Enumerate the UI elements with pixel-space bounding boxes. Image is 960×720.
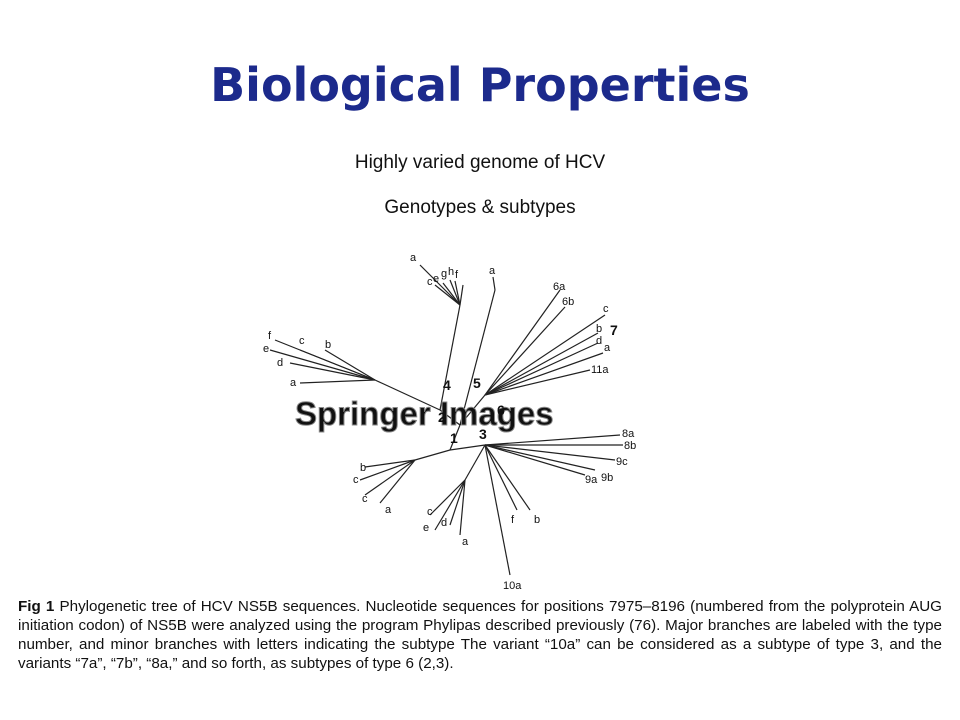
type-label-1: 1 bbox=[450, 430, 458, 446]
leaf-label: e bbox=[423, 522, 429, 534]
type-label-6: 6 bbox=[497, 402, 505, 418]
leaf-label: 8a bbox=[622, 428, 635, 440]
type-label-5: 5 bbox=[473, 375, 481, 391]
leaf-label: d bbox=[441, 517, 447, 529]
leaf-label: e bbox=[433, 273, 439, 285]
tree-branches bbox=[269, 264, 623, 576]
figure-caption: Fig 1 Phylogenetic tree of HCV NS5B sequ… bbox=[18, 597, 942, 673]
leaf-label: a bbox=[290, 377, 297, 389]
leaf-label: 9b bbox=[601, 472, 613, 484]
type-label-2: 2 bbox=[438, 409, 446, 425]
leaf-label: c bbox=[427, 506, 433, 518]
type-label-3: 3 bbox=[479, 426, 487, 442]
slide-subtitle-genome: Highly varied genome of HCV bbox=[354, 152, 606, 173]
leaf-label: e bbox=[263, 343, 269, 355]
leaf-label: c bbox=[353, 474, 359, 486]
leaf-label: 9a bbox=[585, 474, 598, 486]
leaf-label: c bbox=[299, 335, 305, 347]
caption-label: Fig 1 bbox=[18, 598, 55, 615]
slide-subtitle-genotypes: Genotypes & subtypes bbox=[384, 197, 576, 218]
type-label-4: 4 bbox=[443, 377, 451, 393]
leaf-label: 6b bbox=[562, 296, 574, 308]
leaf-label: c bbox=[427, 276, 433, 288]
leaf-label: 9c bbox=[616, 456, 628, 468]
leaf-label: 11a bbox=[591, 364, 609, 376]
leaf-label: g bbox=[441, 268, 447, 280]
leaf-label: c bbox=[603, 303, 609, 315]
leaf-label: a bbox=[385, 504, 392, 516]
springer-watermark: Springer Images bbox=[295, 395, 554, 432]
leaf-label: b bbox=[596, 323, 602, 335]
leaf-label: b bbox=[325, 339, 331, 351]
leaf-label: a bbox=[410, 252, 417, 264]
leaf-label: f bbox=[455, 269, 459, 281]
leaf-label: 10a bbox=[503, 580, 522, 592]
phylogenetic-tree-figure: Springer Images 4 5 6 2 1 3 7 a c e g h … bbox=[263, 252, 636, 592]
leaf-label: d bbox=[596, 335, 602, 347]
leaf-label: b bbox=[534, 514, 540, 526]
leaf-label: 8b bbox=[624, 440, 636, 452]
leaf-label: a bbox=[462, 536, 469, 548]
leaf-label: a bbox=[489, 265, 496, 277]
leaf-label: c bbox=[362, 493, 368, 505]
leaf-label: 6a bbox=[553, 281, 566, 293]
type-label-7: 7 bbox=[610, 322, 618, 338]
leaf-label: h bbox=[448, 266, 454, 278]
leaf-label: f bbox=[268, 330, 272, 342]
slide-title: Biological Properties bbox=[210, 58, 750, 112]
leaf-label: f bbox=[511, 514, 515, 526]
leaf-label: b bbox=[360, 462, 366, 474]
caption-text: Phylogenetic tree of HCV NS5B sequences.… bbox=[18, 598, 942, 672]
leaf-label: a bbox=[604, 342, 611, 354]
leaf-label: d bbox=[277, 357, 283, 369]
